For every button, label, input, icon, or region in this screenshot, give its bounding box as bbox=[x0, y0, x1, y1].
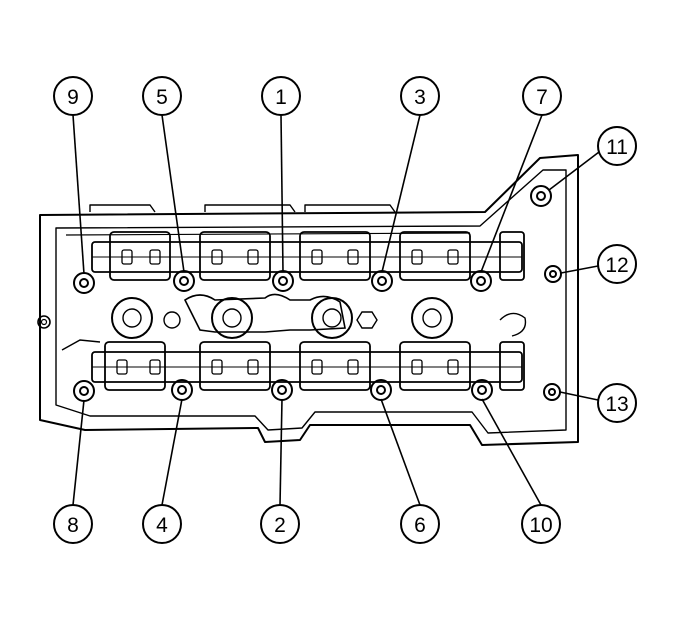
svg-text:3: 3 bbox=[414, 86, 426, 109]
svg-text:1: 1 bbox=[275, 86, 287, 109]
svg-text:10: 10 bbox=[529, 514, 552, 537]
head-bolt bbox=[543, 383, 561, 401]
svg-text:8: 8 bbox=[67, 514, 79, 537]
svg-text:9: 9 bbox=[67, 86, 79, 109]
svg-text:12: 12 bbox=[605, 254, 628, 277]
svg-text:2: 2 bbox=[274, 514, 286, 537]
leader-line bbox=[72, 399, 85, 506]
callout-2: 2 bbox=[260, 504, 300, 544]
svg-text:4: 4 bbox=[156, 514, 168, 537]
leader-line bbox=[161, 114, 185, 273]
head-bolt bbox=[471, 379, 493, 401]
head-bolt bbox=[371, 270, 393, 292]
callout-13: 13 bbox=[597, 383, 637, 423]
leader-line bbox=[280, 114, 284, 273]
callout-9: 9 bbox=[53, 76, 93, 116]
head-bolt bbox=[171, 379, 193, 401]
head-bolt bbox=[73, 380, 95, 402]
svg-text:13: 13 bbox=[605, 393, 628, 416]
svg-text:7: 7 bbox=[536, 86, 548, 109]
callout-7: 7 bbox=[522, 76, 562, 116]
callout-balloons: 1 2 3 4 5 6 7 8 9 10 11 12 13 bbox=[53, 76, 637, 544]
cam-lobes bbox=[116, 249, 459, 375]
callout-12: 12 bbox=[597, 244, 637, 284]
head-bolt bbox=[73, 272, 95, 294]
head-bolt bbox=[173, 270, 195, 292]
lower-camshaft bbox=[61, 339, 525, 391]
head-bolt bbox=[530, 185, 552, 207]
callout-6: 6 bbox=[400, 504, 440, 544]
head-bolt bbox=[272, 270, 294, 292]
head-bolt bbox=[544, 265, 562, 283]
leader-line bbox=[481, 398, 542, 506]
spark-plug-wells bbox=[111, 293, 527, 339]
leader-line bbox=[559, 391, 599, 401]
callout-11: 11 bbox=[597, 126, 637, 166]
callout-leaders bbox=[72, 114, 600, 506]
callout-8: 8 bbox=[53, 504, 93, 544]
svg-text:6: 6 bbox=[414, 514, 426, 537]
callout-1: 1 bbox=[261, 76, 301, 116]
callout-10: 10 bbox=[521, 504, 561, 544]
svg-text:11: 11 bbox=[606, 136, 628, 159]
leader-line bbox=[548, 151, 600, 191]
leader-line bbox=[72, 114, 85, 275]
leader-line bbox=[560, 265, 599, 274]
svg-text:5: 5 bbox=[156, 86, 168, 109]
callout-4: 4 bbox=[142, 504, 182, 544]
leader-line bbox=[381, 114, 421, 273]
callout-5: 5 bbox=[142, 76, 182, 116]
head-bolt bbox=[370, 379, 392, 401]
leader-line bbox=[161, 398, 183, 506]
head-bolt bbox=[271, 379, 293, 401]
leader-line bbox=[380, 398, 421, 506]
callout-3: 3 bbox=[400, 76, 440, 116]
leader-line bbox=[279, 398, 283, 506]
upper-camshaft bbox=[91, 231, 525, 281]
head-bolt bbox=[470, 270, 492, 292]
leader-line bbox=[480, 114, 543, 273]
